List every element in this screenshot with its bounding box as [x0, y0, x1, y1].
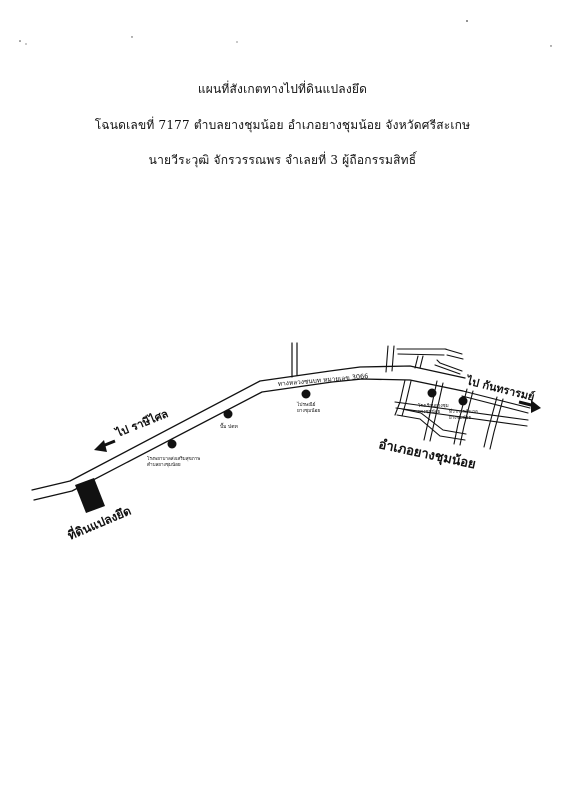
school-caption-line: ยางชุมน้อย [418, 409, 441, 415]
main-road [31, 365, 466, 501]
direction-west-label: ไป ราษีไศล [112, 406, 170, 440]
health-center-caption-line: โรงพยาบาลส่งเสริมสุขภาพ [147, 455, 200, 462]
landmark-school-label: โรงเรียนยางชุม ยางชุมน้อย [418, 402, 450, 415]
landmark-markers [167, 388, 468, 449]
deed-info: โฉนดเลขที่ 7177 ตำบลยางชุมน้อย อำเภอยางช… [94, 118, 471, 132]
west-arrow [94, 439, 116, 452]
landmark-health-center-label: โรงพยาบาลส่งเสริมสุขภาพ ตำบลยางชุมน้อย [147, 455, 202, 468]
landmark-gas-station [223, 409, 233, 419]
post-office-caption-line: ยางชุมน้อย [297, 407, 320, 414]
school-caption-line: โรงเรียนยางชุม [418, 402, 449, 409]
post-office-caption-line: ไปรษณีย์ [296, 401, 316, 408]
landmark-health-center [167, 439, 177, 449]
seized-parcel [75, 478, 105, 513]
school-caption: โรงเรียนยางชุม ยางชุมน้อย [418, 402, 450, 415]
district-label: อำเภอยางชุมน้อย [377, 436, 477, 472]
landmark-district-office [458, 396, 468, 406]
landmark-post-office [301, 389, 311, 399]
district-office-caption-line: ที่ว่าการอำเภอ [449, 408, 478, 415]
health-center-caption-line: ตำบลยางชุมน้อย [147, 462, 181, 468]
landmark-school [427, 388, 437, 398]
landmark-post-office-label: ไปรษณีย์ ยางชุมน้อย [296, 401, 320, 414]
map-title: แผนที่สังเกตทางไปที่ดินแปลงยึด [197, 82, 368, 96]
scan-specks [19, 20, 552, 47]
district-office-caption-line: ยางชุมน้อย [449, 415, 472, 421]
side-road [291, 342, 298, 378]
road-number-label: ทางหลวงชนบท หมายเลข 3066 [277, 372, 368, 388]
district-office-caption: ที่ว่าการอำเภอ ยางชุมน้อย [449, 408, 479, 421]
east-arrow [518, 400, 541, 413]
landmark-gas-station-label: ปั๊ม ปตท [220, 422, 238, 430]
landmark-district-office-label: ที่ว่าการอำเภอ ยางชุมน้อย [449, 408, 479, 421]
health-center-caption: โรงพยาบาลส่งเสริมสุขภาพ ตำบลยางชุมน้อย [147, 455, 202, 468]
post-office-caption: ไปรษณีย์ ยางชุมน้อย [296, 401, 320, 414]
owner-info: นายวีระวุฒิ จักรวรรณพร จำเลยที่ 3 ผู้ถือ… [148, 153, 417, 167]
town-street-grid [385, 345, 531, 450]
